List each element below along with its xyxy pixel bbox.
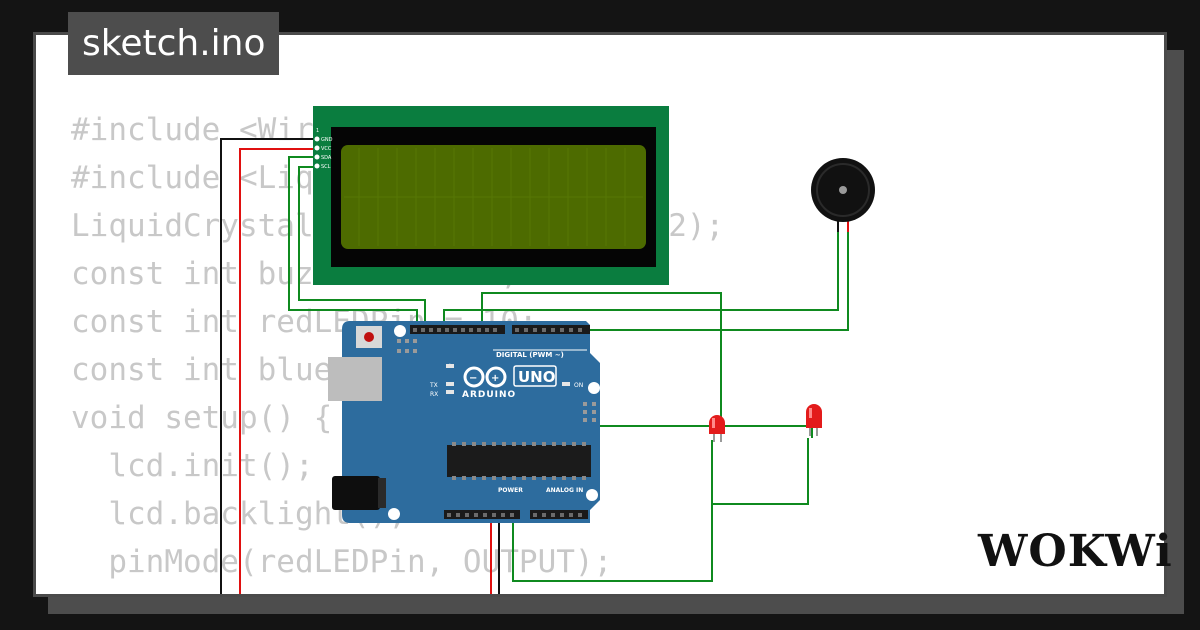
board-brand: ARDUINO — [462, 390, 516, 400]
board-model: UNO — [518, 368, 556, 386]
arduino-uno[interactable]: DIGITAL (PWM ~) L TX RX ON − + UNO ARDUI… — [328, 321, 600, 523]
svg-text:−: − — [469, 373, 477, 384]
wire-vcc — [239, 148, 492, 594]
lcd-display[interactable]: 1 GND VCC SDA SCL — [313, 106, 669, 285]
lcd-pin-header: 1 GND VCC SDA SCL — [314, 128, 333, 170]
usb-port — [328, 357, 382, 401]
lcd-pin-sda: SDA — [321, 155, 332, 161]
tx-label: TX — [429, 382, 438, 389]
power-header — [444, 510, 520, 519]
wire-gnd — [220, 138, 500, 594]
svg-text:+: + — [491, 373, 499, 384]
lcd-pin-scl: SCL — [321, 164, 331, 170]
lcd-pin-gnd: GND — [321, 137, 333, 143]
lcd-pin-vcc: VCC — [321, 146, 332, 152]
wire-leds — [471, 292, 813, 582]
wire-sda-scl — [288, 156, 426, 327]
digital-label: DIGITAL (PWM ~) — [496, 351, 564, 359]
analog-label: ANALOG IN — [546, 487, 583, 494]
microcontroller-chip — [447, 445, 591, 477]
buzzer[interactable] — [811, 158, 875, 232]
led-red-2[interactable] — [806, 404, 822, 436]
on-label: ON — [574, 382, 583, 389]
analog-header — [530, 510, 588, 519]
power-jack — [332, 476, 380, 510]
wokwi-logo: WOKWi — [978, 526, 1173, 577]
digital-header-high — [410, 325, 505, 334]
power-label: POWER — [498, 487, 523, 494]
svg-text:1: 1 — [316, 128, 319, 134]
rx-label: RX — [430, 391, 438, 398]
sketch-filename-tab: sketch.ino — [68, 12, 280, 75]
arduino-infinity-icon — [463, 366, 507, 388]
led-red-1[interactable] — [709, 415, 725, 442]
